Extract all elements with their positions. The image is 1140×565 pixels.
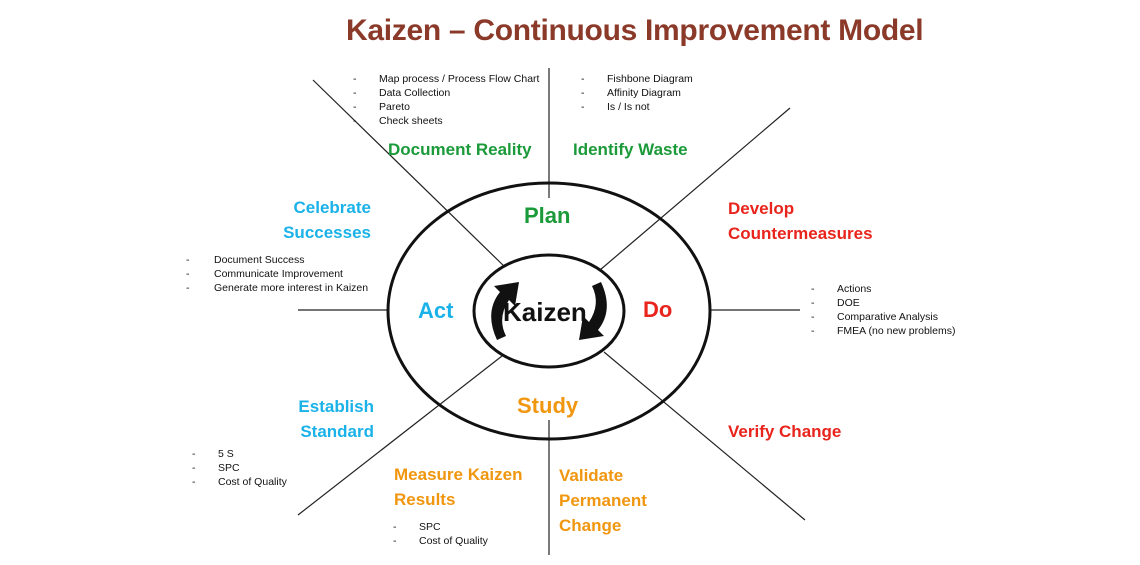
list-item: 5 S <box>192 447 287 461</box>
list-item: Actions <box>811 282 955 296</box>
step-develop-countermeasures: Develop Countermeasures <box>728 196 873 246</box>
spoke-top-left <box>312 79 509 271</box>
kaizen-center-label: Kaizen <box>503 297 587 327</box>
step-label-line: Standard <box>300 422 374 441</box>
spoke-bottom-left <box>297 355 503 516</box>
step-label-line: Successes <box>283 223 371 242</box>
step-measure-kaizen-results: Measure Kaizen Results <box>394 462 523 512</box>
step-label-line: Celebrate <box>293 198 371 217</box>
step-verify-change: Verify Change <box>728 422 842 441</box>
cycle-arrow-top-icon <box>491 282 519 340</box>
cycle-arrows <box>491 282 607 340</box>
phase-act: Act <box>418 298 454 323</box>
list-item: Cost of Quality <box>393 534 488 548</box>
list-item: Document Success <box>186 253 368 267</box>
list-item: Check sheets <box>353 114 539 128</box>
step-identify-waste: Identify Waste <box>573 140 688 159</box>
outer-ring <box>386 181 712 441</box>
list-item: SPC <box>393 520 488 534</box>
list-item: Communicate Improvement <box>186 267 368 281</box>
list-item: Pareto <box>353 100 539 114</box>
step-label-line: Measure Kaizen <box>394 465 523 484</box>
list-item: FMEA (no new problems) <box>811 324 955 338</box>
measure-kaizen-results-list: SPC Cost of Quality <box>393 520 488 548</box>
page-title: Kaizen – Continuous Improvement Model <box>346 14 924 47</box>
list-item: Fishbone Diagram <box>581 72 693 86</box>
list-item: Map process / Process Flow Chart <box>353 72 539 86</box>
list-item: Is / Is not <box>581 100 693 114</box>
cycle-arrow-bottom-icon <box>579 282 607 340</box>
step-celebrate-successes: Celebrate Successes <box>251 195 371 245</box>
develop-countermeasures-list: Actions DOE Comparative Analysis FMEA (n… <box>811 282 955 338</box>
phase-plan: Plan <box>524 203 571 228</box>
step-label-line: Permanent <box>559 491 647 510</box>
phase-study: Study <box>517 393 579 418</box>
step-label-line: Countermeasures <box>728 224 873 243</box>
step-label-line: Validate <box>559 466 624 485</box>
step-label-line: Results <box>394 490 456 509</box>
step-label-line: Change <box>559 516 622 535</box>
document-reality-list: Map process / Process Flow Chart Data Co… <box>353 72 539 128</box>
step-label-line: Develop <box>728 199 795 218</box>
spoke-top-right <box>599 107 791 271</box>
step-label-line: Establish <box>298 397 374 416</box>
list-item: Cost of Quality <box>192 475 287 489</box>
inner-ring <box>472 253 626 369</box>
list-item: Generate more interest in Kaizen <box>186 281 368 295</box>
list-item: SPC <box>192 461 287 475</box>
list-item: DOE <box>811 296 955 310</box>
step-establish-standard: Establish Standard <box>274 394 374 444</box>
phase-do: Do <box>643 297 673 322</box>
spoke-bottom-right <box>603 351 806 521</box>
spoke-lines <box>297 68 806 555</box>
list-item: Affinity Diagram <box>581 86 693 100</box>
step-validate-permanent-change: Validate Permanent Change <box>559 463 647 538</box>
list-item: Data Collection <box>353 86 539 100</box>
celebrate-successes-list: Document Success Communicate Improvement… <box>186 253 368 295</box>
step-document-reality: Document Reality <box>388 140 532 159</box>
identify-waste-list: Fishbone Diagram Affinity Diagram Is / I… <box>581 72 693 114</box>
list-item: Comparative Analysis <box>811 310 955 324</box>
establish-standard-list: 5 S SPC Cost of Quality <box>192 447 287 489</box>
